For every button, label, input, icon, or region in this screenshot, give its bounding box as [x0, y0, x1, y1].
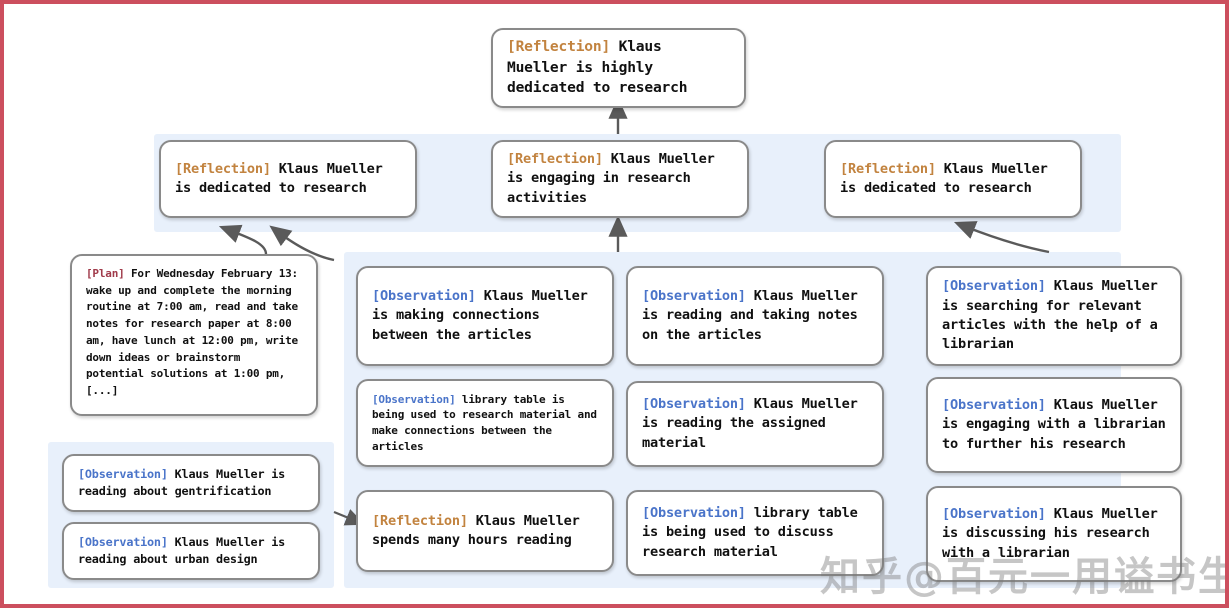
node-col-a-3[interactable]: [Reflection] Klaus Mueller spends many h…: [356, 490, 614, 572]
node-tag: [Observation]: [642, 396, 746, 413]
node-tag: [Observation]: [372, 392, 456, 406]
node-text: [Reflection] Klaus Mueller is dedicated …: [175, 160, 401, 199]
node-col-b-3[interactable]: [Observation] library table is being use…: [626, 490, 884, 576]
node-tag: [Reflection]: [507, 37, 611, 55]
node-text: [Observation] Klaus Mueller is reading t…: [642, 395, 868, 453]
node-text: [Observation] Klaus Mueller is making co…: [372, 287, 598, 345]
node-body: library table is being used to discuss r…: [642, 505, 866, 560]
node-tag: [Reflection]: [372, 512, 468, 529]
node-reflection-right[interactable]: [Reflection] Klaus Mueller is dedicated …: [824, 140, 1082, 218]
node-tag: [Reflection]: [175, 160, 271, 177]
node-tag: [Plan]: [86, 267, 125, 280]
node-text: [Reflection] Klaus Mueller spends many h…: [372, 512, 598, 551]
node-body: Klaus Mueller is engaging with a librari…: [942, 397, 1174, 452]
node-tag: [Observation]: [642, 505, 746, 522]
node-body: Klaus Mueller is reading and taking note…: [642, 288, 866, 343]
node-tag: [Observation]: [372, 288, 476, 305]
node-col-b-2[interactable]: [Observation] Klaus Mueller is reading t…: [626, 381, 884, 467]
node-body: Klaus Mueller is reading about urban des…: [78, 535, 292, 566]
node-body: Klaus Mueller is highly dedicated to res…: [507, 37, 688, 97]
node-col-a-1[interactable]: [Observation] Klaus Mueller is making co…: [356, 266, 614, 366]
node-left-observation-1[interactable]: [Observation] Klaus Mueller is reading a…: [62, 454, 320, 512]
node-body: Klaus Mueller is discussing his research…: [942, 506, 1166, 561]
node-col-c-3[interactable]: [Observation] Klaus Mueller is discussin…: [926, 486, 1182, 582]
node-reflection-middle[interactable]: [Reflection] Klaus Mueller is engaging i…: [491, 140, 749, 218]
node-tag: [Observation]: [942, 397, 1046, 414]
node-body: Klaus Mueller is reading the assigned ma…: [642, 396, 866, 451]
node-text: [Observation] Klaus Mueller is reading a…: [78, 534, 304, 568]
node-col-b-1[interactable]: [Observation] Klaus Mueller is reading a…: [626, 266, 884, 366]
node-body: Klaus Mueller is dedicated to research: [175, 160, 391, 196]
node-tag: [Observation]: [942, 278, 1046, 295]
node-body: library table is being used to research …: [372, 392, 604, 453]
node-top-reflection[interactable]: [Reflection] Klaus Mueller is highly ded…: [491, 28, 746, 108]
node-text: [Reflection] Klaus Mueller is highly ded…: [507, 37, 730, 99]
node-body: Klaus Mueller is engaging in research ac…: [507, 151, 723, 206]
node-body: Klaus Mueller is making connections betw…: [372, 288, 596, 343]
node-text: [Observation] Klaus Mueller is searching…: [942, 277, 1166, 354]
node-text: [Reflection] Klaus Mueller is dedicated …: [840, 160, 1066, 199]
node-text: [Plan] For Wednesday February 13: wake u…: [86, 266, 302, 400]
node-text: [Observation] Klaus Mueller is discussin…: [942, 505, 1166, 563]
node-body: Klaus Mueller is searching for relevant …: [942, 278, 1166, 353]
node-body: For Wednesday February 13: wake up and c…: [86, 267, 305, 398]
node-text: [Observation] library table is being use…: [642, 504, 868, 562]
node-body: Klaus Mueller spends many hours reading: [372, 512, 588, 548]
node-reflection-left[interactable]: [Reflection] Klaus Mueller is dedicated …: [159, 140, 417, 218]
node-col-c-2[interactable]: [Observation] Klaus Mueller is engaging …: [926, 377, 1182, 473]
node-plan[interactable]: [Plan] For Wednesday February 13: wake u…: [70, 254, 318, 416]
node-left-observation-2[interactable]: [Observation] Klaus Mueller is reading a…: [62, 522, 320, 580]
node-text: [Observation] Klaus Mueller is reading a…: [78, 466, 304, 500]
node-body: Klaus Mueller is dedicated to research: [840, 160, 1056, 196]
node-tag: [Observation]: [78, 467, 168, 482]
node-body: Klaus Mueller is reading about gentrific…: [78, 467, 292, 498]
node-text: [Observation] library table is being use…: [372, 392, 598, 454]
node-text: [Observation] Klaus Mueller is engaging …: [942, 396, 1166, 454]
node-tag: [Reflection]: [507, 151, 603, 168]
node-tag: [Observation]: [642, 288, 746, 305]
node-col-a-2[interactable]: [Observation] library table is being use…: [356, 379, 614, 467]
node-tag: [Observation]: [78, 535, 168, 550]
node-text: [Reflection] Klaus Mueller is engaging i…: [507, 150, 733, 208]
node-tag: [Observation]: [942, 506, 1046, 523]
node-text: [Observation] Klaus Mueller is reading a…: [642, 287, 868, 345]
node-tag: [Reflection]: [840, 160, 936, 177]
node-col-c-1[interactable]: [Observation] Klaus Mueller is searching…: [926, 266, 1182, 366]
